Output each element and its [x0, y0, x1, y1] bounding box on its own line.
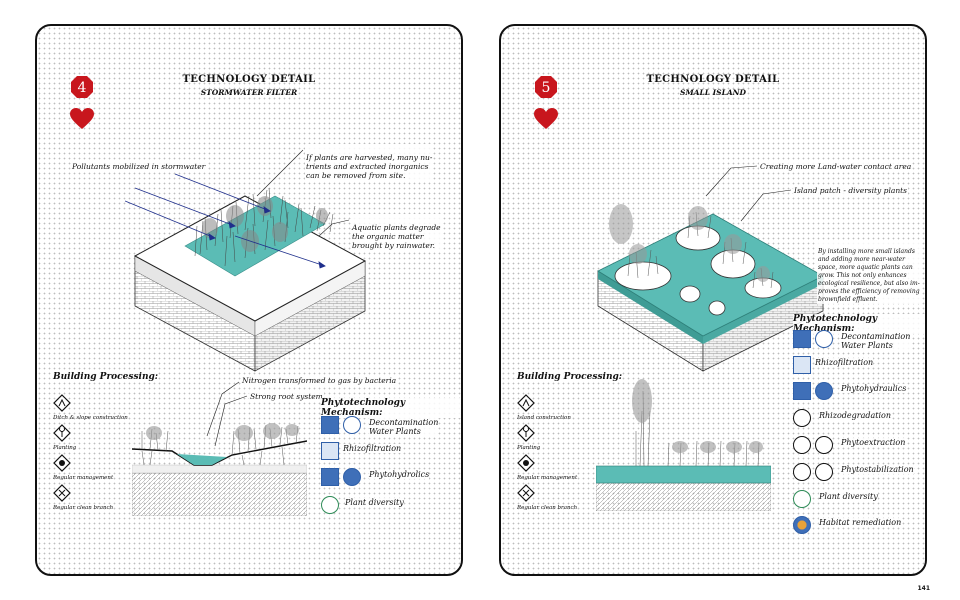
panel-subtitle: SMALL ISLAND	[679, 88, 747, 97]
process-item: Planting	[53, 424, 153, 452]
page-number: 141	[917, 585, 930, 592]
process-item: Regular management	[53, 454, 153, 482]
process-item: Planting	[517, 424, 617, 452]
water-plant-icon	[793, 330, 811, 348]
water-drop-icon	[343, 416, 361, 434]
water-drop-icon	[815, 330, 833, 348]
process-label: Planting	[517, 445, 541, 451]
panel-stormwater-filter: 4 TECHNOLOGY DETAIL STORMWATER FILTER	[35, 24, 463, 576]
mechanism-label: Phytoextraction	[841, 438, 906, 447]
annotation-aquatic-plants: Aquatic plants degrade the organic matte…	[351, 214, 442, 250]
rhizofiltration-icon	[793, 356, 811, 374]
annotation-root-system: Strong root system	[249, 392, 324, 401]
management-icon	[53, 454, 71, 472]
mechanism-label: Decontamination Water Plants	[841, 332, 911, 350]
mechanism-label: Phytohydraulics	[841, 384, 907, 393]
island-construction-icon	[517, 394, 535, 412]
phytostabilization-plant-icon	[793, 463, 811, 481]
mechanism-label: Habitat remediation	[819, 518, 902, 527]
mechanism-label: Rhizofiltration	[343, 444, 402, 453]
mechanism-title: Phytotechnology Mechanism:	[321, 398, 461, 418]
plant-diversity-icon	[321, 496, 339, 514]
process-item: Ditch & slope construction	[53, 394, 153, 422]
mechanism-title: Phytotechnology Mechanism:	[793, 314, 925, 334]
mechanism-label: Plant diversity	[345, 498, 404, 507]
annotation-island-description: By installing more small islands and add…	[817, 240, 921, 304]
plant-water-icon	[343, 468, 361, 486]
building-processing-title: Building Processing:	[53, 372, 159, 382]
mechanism-item: Rhizofiltration	[793, 356, 923, 378]
process-label: Regular clean branch	[517, 505, 578, 511]
detail-number: 4	[78, 80, 87, 96]
mechanism-label: Rhizofiltration	[815, 358, 874, 367]
rhizodegradation-icon	[793, 409, 811, 427]
mechanism-label: Phytohydrolics	[369, 470, 430, 479]
process-label: Regular management	[517, 475, 578, 481]
process-label: Regular clean branch	[53, 505, 114, 511]
leader-lines	[705, 165, 792, 222]
phytohydraulics-icon	[793, 382, 811, 400]
detail-number-badge: 4	[71, 76, 93, 98]
mechanism-item: Decontamination Water Plants	[321, 416, 451, 438]
process-label: Island construction	[517, 415, 571, 421]
ditch-construction-icon	[53, 394, 71, 412]
island-cross-section	[596, 379, 771, 511]
phytohydraulics-icon	[321, 468, 339, 486]
annotation-land-water-contact: Creating more Land-water contact area	[759, 162, 913, 171]
stormwater-filter-isometric-diagram	[125, 173, 367, 372]
mechanism-item: Decontamination Water Plants	[793, 330, 923, 352]
panel-title: TECHNOLOGY DETAIL	[646, 74, 780, 85]
panel-subtitle: STORMWATER FILTER	[200, 88, 298, 97]
detail-number: 5	[542, 80, 551, 96]
management-icon	[517, 454, 535, 472]
clean-branch-icon	[517, 484, 535, 502]
process-label: Planting	[53, 445, 77, 451]
process-label: Regular management	[53, 475, 114, 481]
mechanism-label: Rhizodegradation	[819, 411, 891, 420]
stormwater-cross-section	[132, 423, 307, 516]
planting-icon	[53, 424, 71, 442]
rhizofiltration-icon	[321, 442, 339, 460]
planting-icon	[517, 424, 535, 442]
mechanism-item: Habitat remediation	[793, 516, 923, 538]
phytoextraction-arrow-icon	[815, 436, 833, 454]
habitat-remediation-icon	[793, 516, 811, 534]
mechanism-item: Plant diversity	[793, 490, 923, 512]
annotation-pollutants: Pollutants mobilized in stormwater	[71, 162, 207, 171]
heart-icon	[534, 108, 558, 130]
clean-branch-icon	[53, 484, 71, 502]
small-island-isometric-diagram	[597, 204, 824, 372]
process-item: Island construction	[517, 394, 617, 422]
annotation-harvested-plants: If plants are harvested, many nu- trient…	[305, 144, 434, 180]
mechanism-label: Phytostabilization	[841, 465, 914, 474]
water-plant-icon	[321, 416, 339, 434]
mechanism-item: Phytoextraction	[793, 436, 923, 458]
phytostabilization-root-icon	[815, 463, 833, 481]
mechanism-label: Decontamination Water Plants	[369, 418, 439, 436]
mechanism-item: Rhizodegradation	[793, 409, 923, 431]
phytoextraction-plant-icon	[793, 436, 811, 454]
plant-diversity-icon	[793, 490, 811, 508]
mechanism-item: Phytohydrolics	[321, 468, 451, 490]
process-label: Ditch & slope construction	[53, 415, 128, 421]
building-processing-title: Building Processing:	[517, 372, 623, 382]
panel-title: TECHNOLOGY DETAIL	[182, 74, 316, 85]
panel-small-island: 5 TECHNOLOGY DETAIL SMALL ISLAND	[499, 24, 927, 576]
plant-water-icon	[815, 382, 833, 400]
mechanism-item: Plant diversity	[321, 496, 451, 518]
mechanism-label: Plant diversity	[819, 492, 878, 501]
mechanism-item: Phytohydraulics	[793, 382, 923, 404]
leader-lines	[206, 149, 350, 447]
mechanism-item: Phytostabilization	[793, 463, 923, 485]
process-item: Regular clean branch	[517, 484, 617, 512]
process-item: Regular clean branch	[53, 484, 153, 512]
heart-icon	[70, 108, 94, 130]
annotation-nitrogen: Nitrogen transformed to gas by bacteria	[241, 376, 398, 385]
detail-number-badge: 5	[535, 76, 557, 98]
mechanism-item: Rhizofiltration	[321, 442, 451, 464]
process-item: Regular management	[517, 454, 617, 482]
annotation-island-patch: Island patch - diversity plants	[793, 186, 909, 195]
